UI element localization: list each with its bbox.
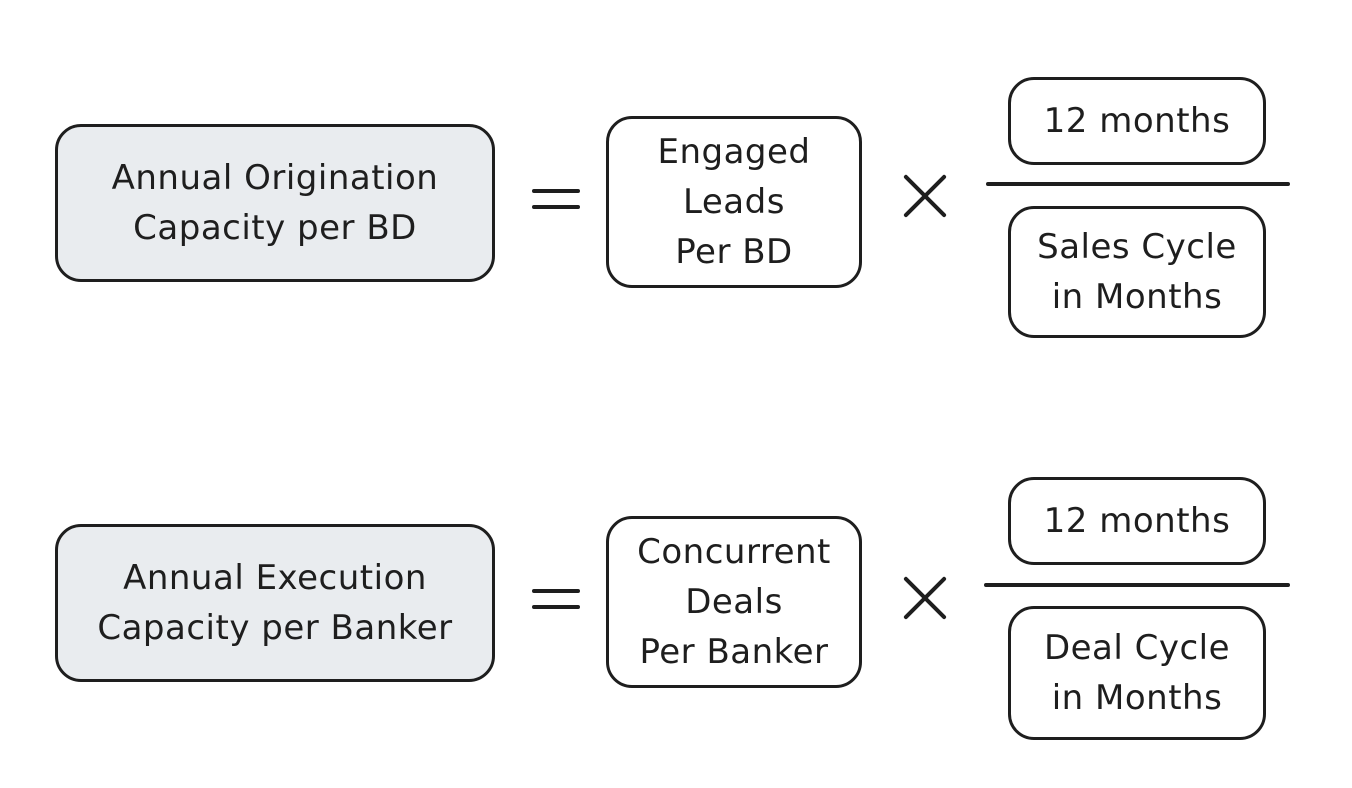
origination-capacity-box: Annual Origination Capacity per BD [55,124,495,282]
execution-capacity-box: Annual Execution Capacity per Banker [55,524,495,682]
deal-cycle-line-2: in Months [1051,678,1223,718]
deal-cycle-box: Deal Cycle in Months [1008,606,1266,740]
equals-sign-1 [532,189,580,209]
numerator-12-months-box-2: 12 months [1008,477,1266,565]
engaged-leads-box: Engaged Leads Per BD [606,116,862,288]
sales-cycle-line-2: in Months [1051,277,1223,317]
engaged-leads-line-2: Leads [683,182,785,222]
multiply-sign-2 [902,576,946,620]
sales-cycle-box: Sales Cycle in Months [1008,206,1266,338]
concurrent-deals-line-3: Per Banker [639,632,829,672]
execution-capacity-line-1: Annual Execution [123,558,427,598]
concurrent-deals-line-1: Concurrent [637,532,831,572]
multiply-sign-1 [902,174,946,218]
numerator-12-months-box-1: 12 months [1008,77,1266,165]
deal-cycle-line-1: Deal Cycle [1043,628,1231,668]
numerator-12-months-text-1: 12 months [1043,101,1231,141]
sales-cycle-line-1: Sales Cycle [1037,227,1237,267]
fraction-bar-1 [986,182,1290,186]
fraction-bar-2 [984,583,1290,587]
numerator-12-months-text-2: 12 months [1043,501,1231,541]
engaged-leads-line-1: Engaged [657,132,811,172]
concurrent-deals-box: Concurrent Deals Per Banker [606,516,862,688]
origination-capacity-line-2: Capacity per BD [133,208,417,248]
engaged-leads-line-3: Per BD [675,232,793,272]
concurrent-deals-line-2: Deals [685,582,783,622]
equals-sign-2 [532,589,580,609]
origination-capacity-line-1: Annual Origination [111,158,439,198]
execution-capacity-line-2: Capacity per Banker [97,608,453,648]
